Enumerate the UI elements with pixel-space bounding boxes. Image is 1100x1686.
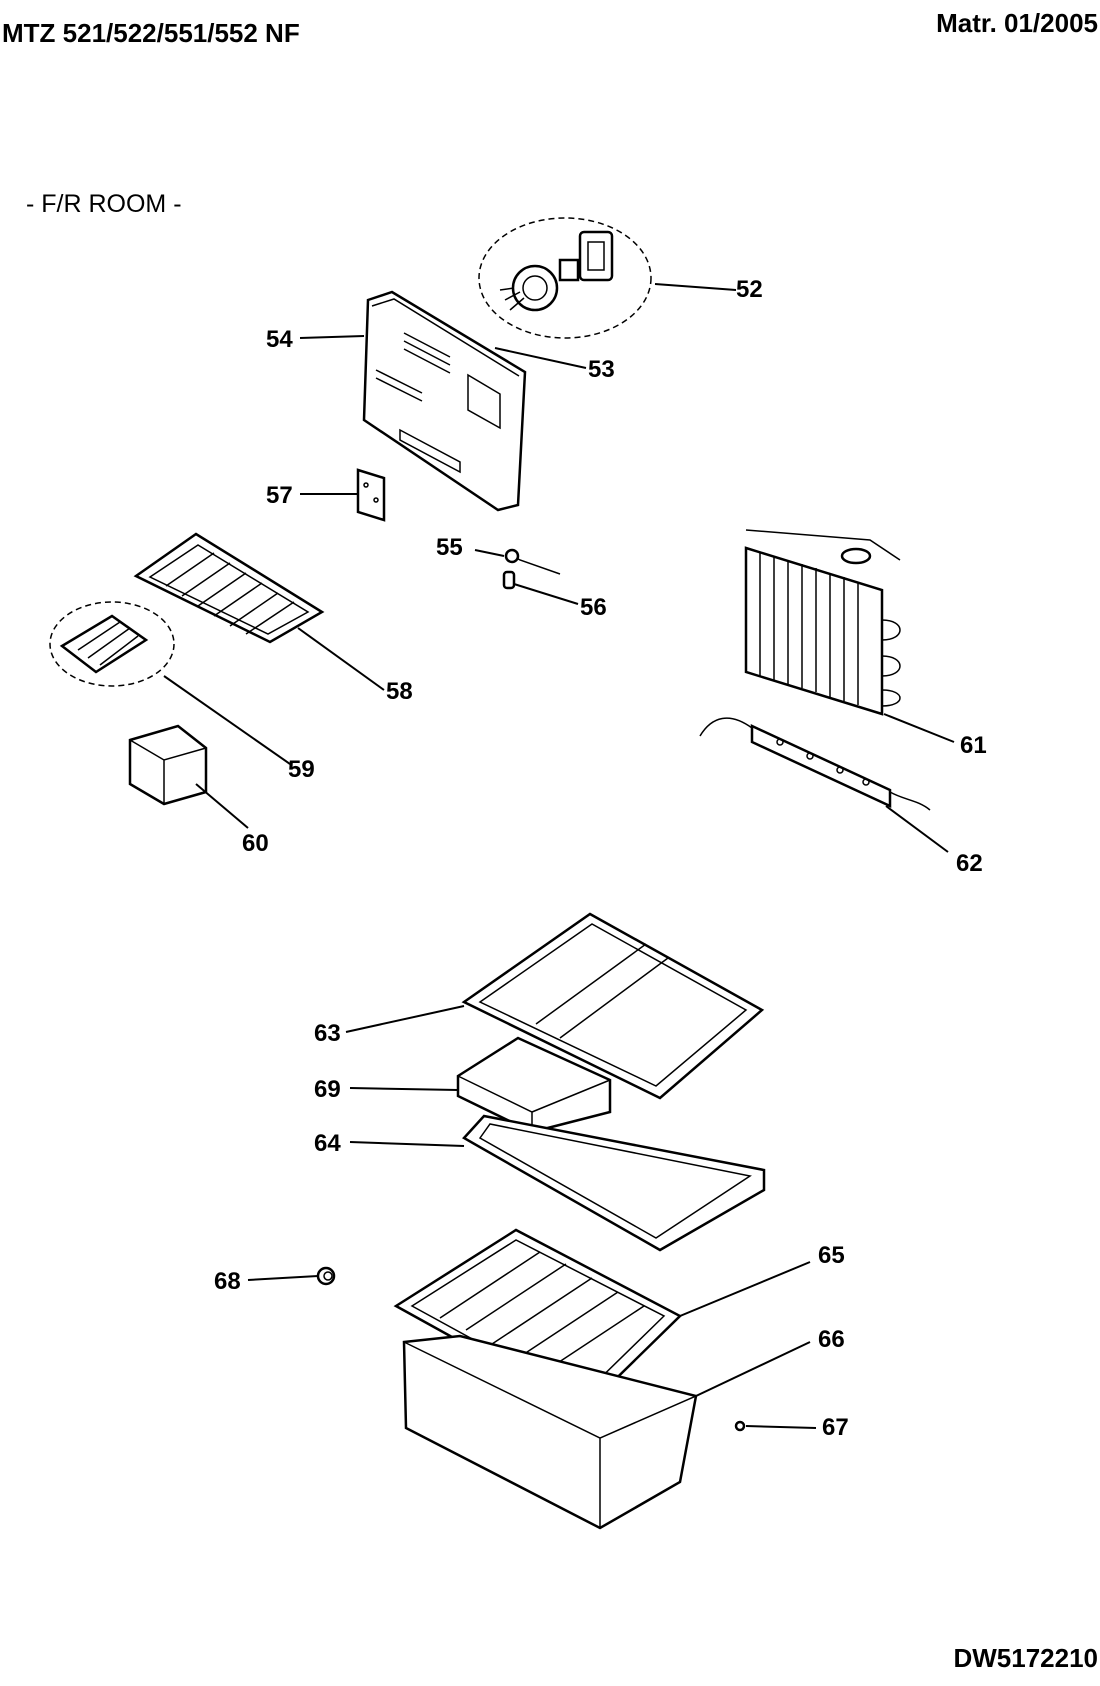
callout-66: 66 xyxy=(818,1326,845,1353)
condenser-coil xyxy=(744,529,901,716)
small-bin xyxy=(128,724,208,806)
crisper-drawer xyxy=(402,1334,698,1530)
callout-53: 53 xyxy=(588,356,615,383)
callout-68: 68 xyxy=(214,1268,241,1295)
upper-shelf xyxy=(461,912,765,1100)
callout-64: 64 xyxy=(314,1130,341,1157)
drawing-code: DW5172210 xyxy=(953,1643,1098,1673)
lamp-assembly xyxy=(699,717,931,811)
callout-56: 56 xyxy=(580,594,607,621)
small-plate xyxy=(356,468,386,522)
callout-61: 61 xyxy=(960,732,987,759)
callout-57: 57 xyxy=(266,482,293,509)
egg-trays xyxy=(49,601,175,687)
callout-54: 54 xyxy=(266,326,293,353)
grille-shelf xyxy=(133,532,325,644)
callout-59: 59 xyxy=(288,756,315,783)
callout-52: 52 xyxy=(736,276,763,303)
callout-63: 63 xyxy=(314,1020,341,1047)
sensor-and-screw xyxy=(502,548,561,590)
callout-65: 65 xyxy=(818,1242,845,1269)
section-title: - F/R ROOM - xyxy=(26,190,182,218)
fan-motor-assembly xyxy=(478,217,652,339)
evaporator-cover xyxy=(362,290,527,512)
shelf-drawer xyxy=(456,1036,612,1134)
callout-60: 60 xyxy=(242,830,269,857)
callout-69: 69 xyxy=(314,1076,341,1103)
callout-58: 58 xyxy=(386,678,413,705)
callout-67: 67 xyxy=(822,1414,849,1441)
material-date: Matr. 01/2005 xyxy=(936,8,1098,38)
model-title: MTZ 521/522/551/552 NF xyxy=(2,18,300,48)
callout-55: 55 xyxy=(436,534,463,561)
lower-shelf-frame xyxy=(462,1114,766,1252)
callout-62: 62 xyxy=(956,850,983,877)
leader-lines xyxy=(163,283,955,1429)
small-fittings xyxy=(316,1266,746,1432)
